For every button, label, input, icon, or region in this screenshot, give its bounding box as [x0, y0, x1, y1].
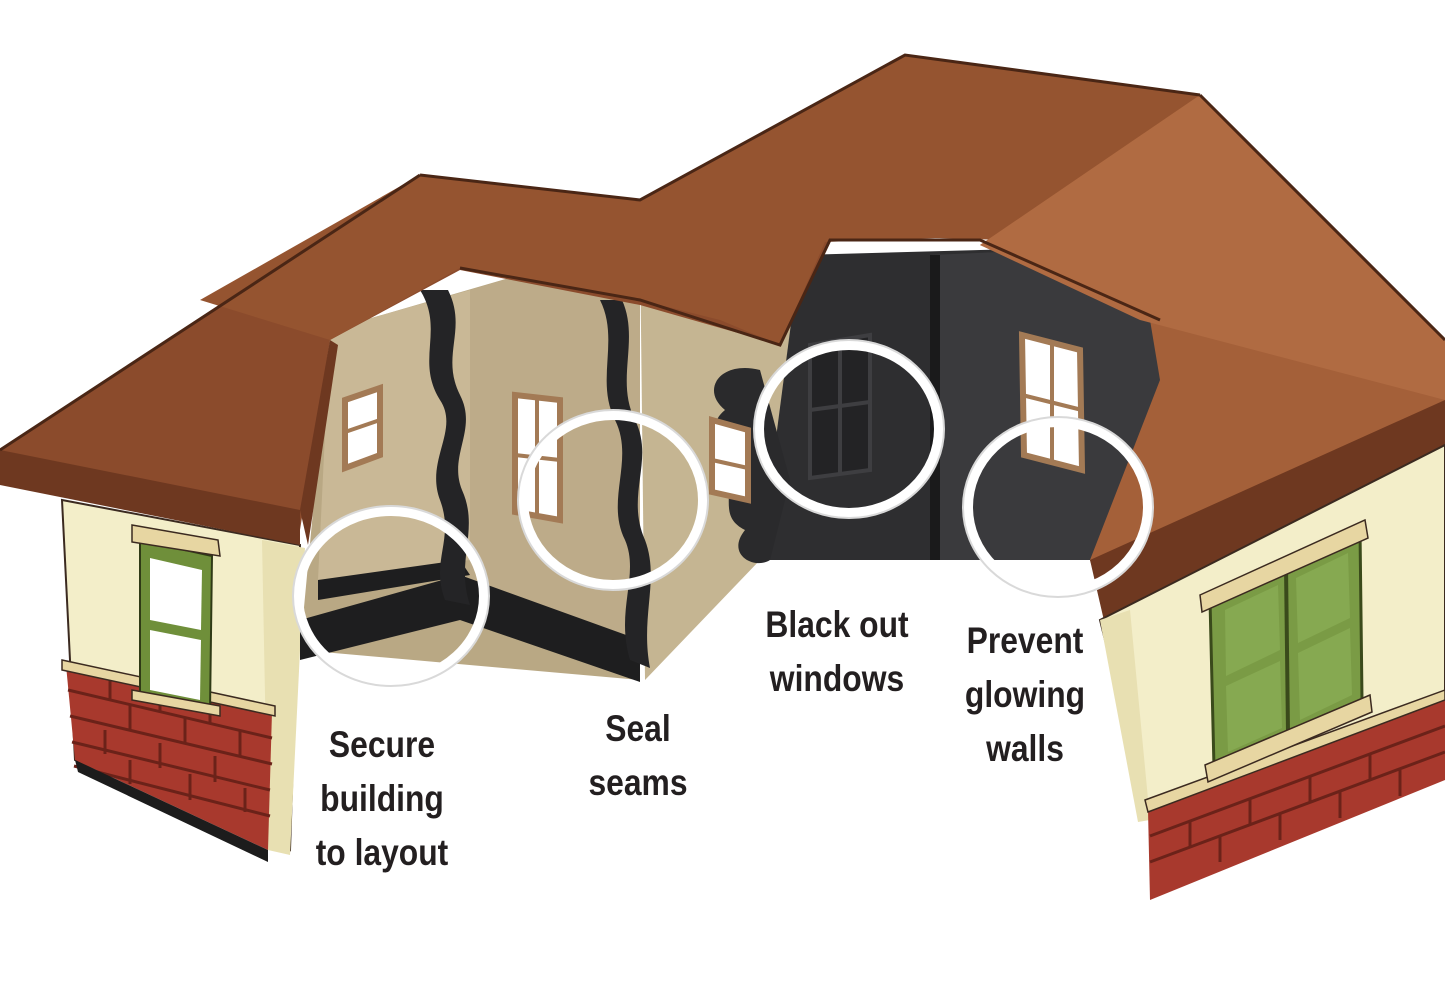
callout-line: to layout — [315, 832, 449, 873]
callout-line: walls — [986, 728, 1064, 769]
ring-secure-building — [293, 506, 489, 686]
ring-prevent-glowing-walls — [963, 417, 1153, 597]
right-wing — [1098, 443, 1445, 900]
callout-secure-building: Secure building to layout — [279, 718, 485, 880]
ring-seal-seams — [518, 410, 708, 590]
callout-line: glowing — [964, 674, 1086, 715]
callout-black-out-windows: Black out windows — [738, 598, 936, 706]
callout-seal-seams: Seal seams — [543, 702, 732, 810]
callout-line: Prevent — [966, 620, 1084, 661]
callout-line: Seal — [605, 708, 671, 749]
callout-prevent-glowing-walls: Prevent glowing walls — [922, 614, 1128, 776]
roof — [0, 53, 1445, 625]
callout-line: Secure — [328, 724, 436, 765]
highlight-rings — [293, 340, 1153, 686]
callout-line: building — [320, 778, 444, 819]
left-wing — [60, 498, 305, 862]
callout-line: seams — [588, 762, 688, 803]
ring-black-out-windows — [754, 340, 944, 518]
callout-line: Black out — [765, 604, 909, 645]
callout-line: windows — [769, 658, 905, 699]
